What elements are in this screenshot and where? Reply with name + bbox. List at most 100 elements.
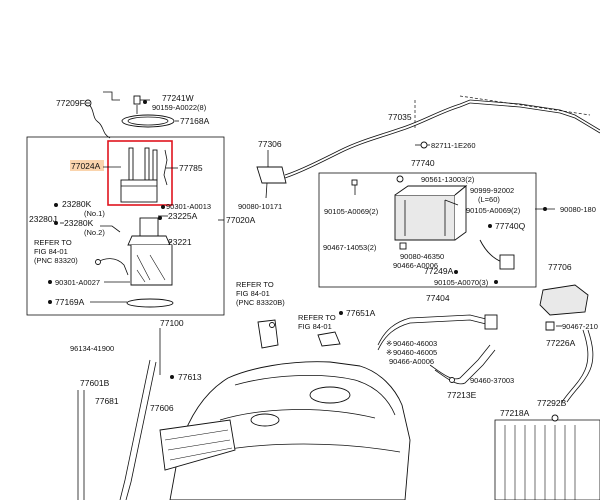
part-label: 77606 [150, 403, 174, 413]
part-label: 90999-92002 [470, 186, 514, 195]
bullet-icon [454, 270, 458, 274]
part-label: 90080-10171 [238, 202, 282, 211]
part-label: 90460-37003 [470, 376, 514, 385]
tank-ridge [219, 409, 376, 421]
bolt [269, 322, 275, 328]
part-label: 90467-14053(2) [323, 243, 377, 252]
canister-group [318, 172, 555, 288]
breather-tube [561, 329, 589, 403]
heat-shield [494, 419, 600, 500]
clip [545, 321, 555, 331]
vent-tube [284, 102, 471, 179]
part-label: (No.2) [84, 228, 105, 237]
fuel-hose [377, 314, 491, 346]
part-label: 77168A [180, 116, 210, 126]
reference-text: REFER TO [298, 313, 336, 322]
reference-text: FIG 84-01 [298, 322, 332, 331]
part-label: 77249A [424, 266, 454, 276]
fuel-hose [377, 319, 491, 351]
part-label: 77209F [56, 98, 85, 108]
bullet-icon [494, 280, 498, 284]
part-label: 90460-46003 [393, 339, 437, 348]
star-mark: ※ [386, 348, 392, 357]
reference-text: REFER TO [236, 280, 274, 289]
bolt [351, 179, 358, 186]
bullet-icon [161, 205, 165, 209]
part-label: 77292B [537, 398, 567, 408]
clip [103, 91, 120, 101]
pad [317, 331, 341, 347]
charcoal-canister [394, 194, 456, 241]
bullet-icon [48, 280, 52, 284]
bullet-icon [54, 203, 58, 207]
gauge-rod [152, 149, 158, 181]
fuel-tank [77, 328, 600, 500]
center-parts [257, 314, 498, 385]
part-label: 96134-41900 [70, 344, 114, 353]
part-label: 77100 [160, 318, 184, 328]
gauge-body [120, 179, 158, 203]
part-label: 77601B [80, 378, 110, 388]
wire [100, 225, 121, 233]
part-label: 90561-13003(2) [421, 175, 475, 184]
part-label: 77740 [411, 158, 435, 168]
washer [396, 175, 404, 183]
part-label: (No.1) [84, 209, 105, 218]
part-label: 77740Q [495, 221, 526, 231]
part-label: 77226A [546, 338, 576, 348]
part-label: 23221 [168, 237, 192, 247]
breather-tube [566, 329, 594, 403]
bullet-icon [143, 100, 147, 104]
part-label: 77785 [179, 163, 203, 173]
part-label: 90105-A0069(2) [466, 206, 521, 215]
part-label: 77241W [162, 93, 194, 103]
bolt [133, 95, 141, 105]
pump-assembly-box [26, 136, 225, 316]
gauge-rod [128, 147, 134, 181]
tank-port [250, 413, 280, 427]
heat-shield-ribs [504, 425, 576, 500]
part-label: 77020A [226, 215, 256, 225]
filler-bracket [539, 284, 589, 316]
clamp [420, 141, 428, 149]
part-label: 23280J [29, 214, 57, 224]
tank-strap [125, 361, 157, 500]
hose [429, 344, 491, 380]
inlet-valve [256, 166, 287, 184]
part-label: 90466-A0006 [393, 261, 438, 270]
bolt [399, 242, 407, 250]
vent-tube [469, 102, 600, 134]
part-label: 77213E [447, 390, 477, 400]
part-label: 90105-A0069(2) [324, 207, 379, 216]
part-label: 23225A [168, 211, 198, 221]
canister-box [318, 172, 537, 288]
part-label: 90460-46005 [393, 348, 437, 357]
part-label: 90080-180 [560, 205, 596, 214]
tank-ridge [234, 375, 396, 416]
part-label: 90105-A0070(3) [434, 278, 489, 287]
reference-text: REFER TO [34, 238, 72, 247]
vent-tube [469, 99, 600, 131]
dashed-leader [459, 95, 591, 116]
wire-connector [95, 259, 101, 265]
part-label: 77651A [346, 308, 376, 318]
bullet-icon [488, 224, 492, 228]
vsv-body [499, 254, 515, 270]
clamp [449, 377, 455, 383]
part-label: 90301-A0027 [55, 278, 100, 287]
part-label: 77035 [388, 112, 412, 122]
canister-top [394, 185, 468, 196]
pump-body [130, 245, 173, 286]
vent-hose-group [256, 95, 600, 199]
hose [434, 349, 496, 385]
part-label: 77706 [548, 262, 572, 272]
part-label: 77404 [426, 293, 450, 303]
part-label: 77218A [500, 408, 530, 418]
protector-hatch [164, 429, 233, 461]
part-label: 90467-210 [562, 322, 598, 331]
part-label: 90080-46350 [400, 252, 444, 261]
bullet-icon [54, 221, 58, 225]
reference-text: (PNC 83320B) [236, 298, 285, 307]
wire-harness [87, 102, 111, 139]
